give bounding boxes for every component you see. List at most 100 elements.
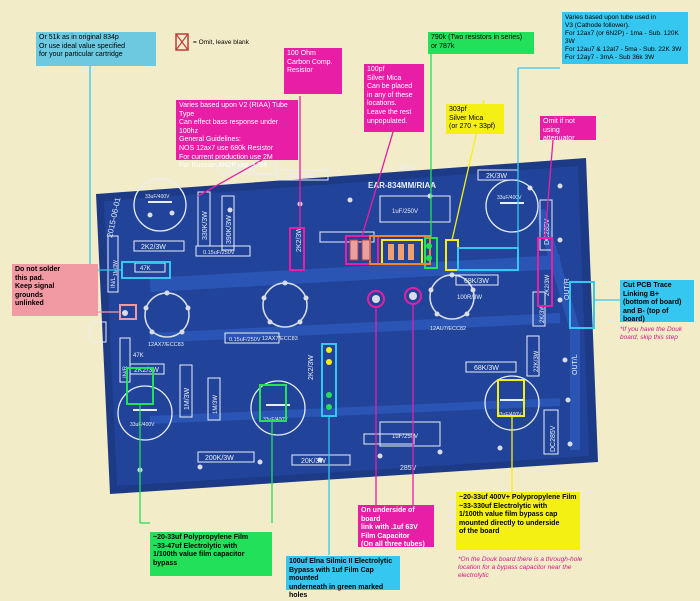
silk-cap01-t: 0.15uF/250V	[203, 250, 235, 256]
silk-r200k-bl: 200K/3W	[205, 455, 234, 462]
legend-text: = Omit, leave blank	[193, 39, 249, 46]
silk-r2k-b: 2K/3W	[540, 305, 546, 323]
label-line: in any of these	[367, 91, 413, 99]
label-riaa: Varies based upon V2 (RIAA) Tube Type Ca…	[176, 100, 298, 169]
label-line: ~33-47uf Electrolytic with	[153, 542, 238, 550]
label-cartridge: Or 51k as in original 834p Or use ideal …	[36, 32, 156, 66]
label-line: or 787k	[431, 42, 455, 50]
silk-r47k-t: 47K	[140, 266, 151, 272]
label-line: and B- (top of board)	[623, 307, 671, 324]
legend-omit-box	[175, 33, 189, 51]
silk-r2k-t: 2K/3W	[486, 173, 507, 180]
leader-lines	[89, 40, 620, 555]
silk-r2k2-tr: 2K2/3W	[545, 274, 551, 296]
label-cathode: Varies based upon tube used in V3 (Catho…	[562, 12, 688, 64]
note-douk2: *On the Douk board there is a through-ho…	[458, 556, 583, 579]
silkscreen-labels: EAR-834MM/RIAA 2015-06-01 285V 285V 200K…	[105, 165, 579, 472]
label-line: for your particular cartridge	[39, 51, 123, 59]
label-line: For 12ay7 - 3mA - Sub 36k 3W	[565, 54, 655, 61]
silk-r68k-t: 68K/3W	[464, 278, 489, 285]
label-line: Bypass with 1uf Film Cap mounted	[289, 566, 376, 583]
label-pp2033: ~20-33uf Polypropylene Film ~33-47uf Ele…	[150, 532, 272, 576]
label-line: For Russian 6N2P use 3.3M	[179, 162, 267, 170]
silk-r390k: 390K/3W	[226, 215, 233, 244]
label-atten: Omit if not using attenuator	[540, 116, 596, 142]
silk-tube-m: 12AX7/ECC83	[262, 336, 298, 342]
label-line: Or use ideal value specified	[39, 42, 125, 50]
label-nosolder: Do not solder this pad. Keep signal grou…	[12, 264, 98, 316]
silk-cap01-b: 0.15uF/250V	[229, 337, 261, 343]
label-line: unpopulated.	[367, 117, 408, 125]
label-line: V3 (Cathode follower).	[565, 22, 630, 29]
note-douk1: *If you have the Douk board, skip this s…	[620, 326, 683, 341]
silk-dc: DC285V	[544, 218, 551, 245]
label-line: 100pf	[367, 66, 385, 73]
label-line: this pad.	[15, 274, 44, 282]
label-r790: 790k (Two resistors in series) or 787k	[428, 32, 534, 54]
silk-r2k2-bl: 2K2/3W	[134, 367, 159, 374]
silk-cap1-t: 1uF/250V	[392, 209, 418, 215]
label-line: For 12au7 & 12at7 - 5ma - Sub. 22K 3W	[565, 46, 682, 53]
silk-r22k: 22K/3W	[534, 350, 540, 372]
silk-out: OUT/R	[564, 278, 571, 300]
label-line: Do not solder	[15, 266, 61, 273]
label-line: unlinked	[15, 300, 44, 308]
label-line: grounds	[15, 291, 43, 299]
silk-r200k-tl: 200K/3W	[226, 167, 255, 174]
label-line: Silver Mica	[367, 74, 402, 82]
label-line: 1/100th value film capacitor bypass	[153, 551, 247, 567]
label-elna: 100uf Elna Silmic II Electrolytic Bypass…	[286, 556, 400, 599]
label-line: General Guidelines:	[179, 136, 241, 144]
label-line: locations.	[367, 100, 397, 108]
label-line: ~20-33uf Polypropylene Film	[153, 534, 249, 541]
silk-r20k-b: 20K/3W	[301, 458, 326, 465]
silk-dc2: DC285V	[550, 425, 557, 452]
silk-r330k: 330K/3W	[202, 211, 209, 240]
label-line: Omit if not	[543, 118, 575, 125]
highlight-resistors	[326, 239, 432, 410]
label-line: Keep signal	[15, 283, 55, 291]
silk-cap33-tl: 33uF/400V	[145, 194, 170, 200]
label-line: On underside of board	[361, 507, 417, 523]
silk-r2k2-m: 2K2/3W	[296, 227, 303, 252]
label-r100: 100 Ohm Carbon Comp. Resistor	[284, 48, 342, 94]
silk-cap33-tr: 33uF/400V	[497, 195, 522, 201]
label-line: ~33-330uf Electrolytic with	[459, 502, 548, 510]
silk-r1m-2: 1M/3W	[213, 395, 219, 414]
silk-r1m-l: 1M/3W	[184, 387, 191, 410]
silk-out2: OUT/L	[572, 354, 579, 375]
label-line: Film Capacitor	[361, 532, 410, 540]
label-underside: On underside of board link with .1uf 63V…	[358, 505, 434, 549]
silk-r68k-b: 68K/3W	[474, 365, 499, 372]
silk-r2k2-tl: 2K2/3W	[141, 244, 166, 251]
label-line: (or 270 + 33pf)	[449, 123, 496, 131]
label-line: Resistor	[287, 67, 313, 75]
label-line: mounted directly to underside	[459, 519, 560, 527]
label-pp400: ~20-33uf 400V+ Polypropylene Film ~33-33…	[456, 492, 580, 550]
label-line: For current production use 2M	[179, 153, 273, 161]
label-line: Or 51k as in original 834p	[39, 34, 119, 41]
label-line: of the board	[459, 528, 500, 536]
label-line: (On all three tubes)	[361, 541, 425, 549]
label-mica100: 100pf Silver Mica Can be placed in any o…	[364, 64, 424, 132]
silk-r2k2-vm: 2K2/3W	[308, 355, 315, 380]
label-line: 790k (Two resistors in series)	[431, 34, 523, 41]
label-line: Varies based upon V2 (RIAA) Tube Type	[179, 102, 290, 118]
label-line: 100 Ohm	[287, 50, 316, 57]
silk-v-top: 285V	[398, 165, 415, 172]
label-line: Can be placed	[367, 83, 413, 91]
silk-r100r: 100R/3W	[457, 295, 482, 301]
silk-cap33-bl: 33uF/400V	[130, 422, 155, 428]
label-line: Varies based upon tube used in	[565, 14, 656, 21]
silk-r47k-b: 47K	[133, 353, 144, 359]
label-line: 1/100th value film bypass cap	[459, 511, 558, 519]
silk-r1m-b: 1M/3W	[113, 260, 119, 276]
label-line: (bottom of board)	[623, 299, 682, 307]
silk-cap1-b: 1uF/250V	[392, 434, 418, 440]
silk-v-bottom: 285V	[400, 465, 417, 472]
silk-title: EAR-834MM/RIAA	[368, 181, 436, 190]
label-line: Silver Mica	[449, 114, 484, 122]
label-line: Can effect bass response under 100hz	[179, 119, 281, 135]
label-line: Linking B+	[623, 290, 659, 298]
label-line: Cut PCB Trace	[623, 282, 672, 289]
